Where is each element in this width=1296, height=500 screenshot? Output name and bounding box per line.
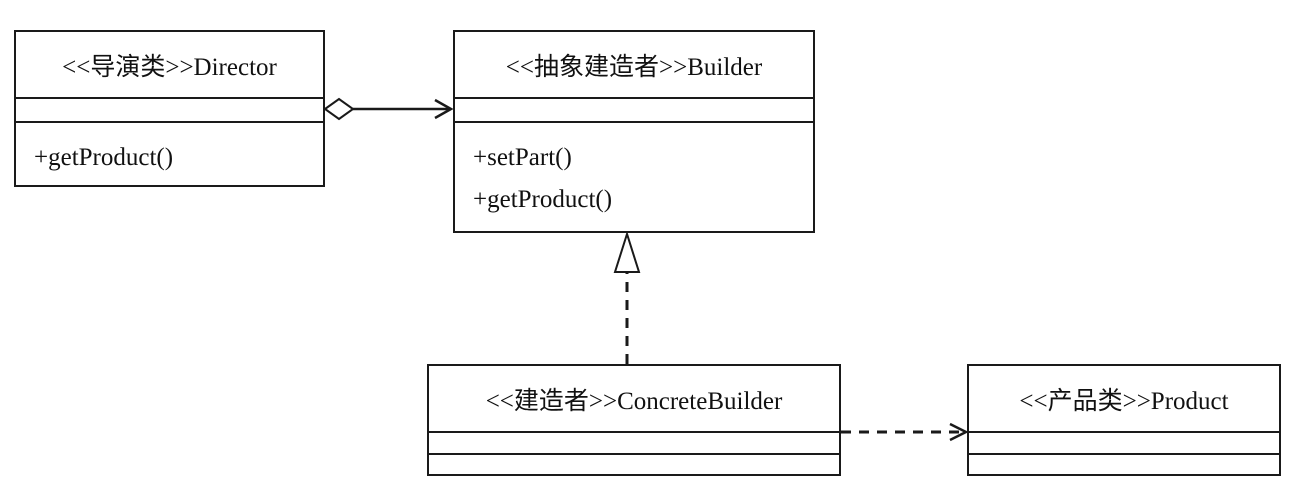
class-builder[interactable]: <<抽象建造者>>Builder +setPart() +getProduct(… (453, 30, 815, 233)
class-name: <<导演类>>Director (16, 32, 323, 99)
realization-triangle-icon (613, 230, 641, 273)
realization-connector (613, 230, 641, 364)
operation: +getProduct() (34, 144, 174, 171)
aggregation-arrowhead-icon (434, 98, 454, 120)
class-operations: +setPart() +getProduct() (455, 123, 813, 221)
class-attributes (455, 99, 813, 123)
class-name: <<建造者>>ConcreteBuilder (429, 366, 839, 433)
aggregation-connector (323, 97, 454, 121)
aggregation-diamond-icon (323, 97, 355, 121)
class-name: <<抽象建造者>>Builder (455, 32, 813, 99)
class-name: <<产品类>>Product (969, 366, 1279, 433)
operation: +getProduct() (473, 186, 613, 213)
class-director[interactable]: <<导演类>>Director +getProduct() (14, 30, 325, 187)
class-concrete-builder[interactable]: <<建造者>>ConcreteBuilder (427, 364, 841, 476)
class-attributes (16, 99, 323, 123)
class-product[interactable]: <<产品类>>Product (967, 364, 1281, 476)
dependency-arrowhead-icon (949, 422, 969, 442)
dependency-connector (841, 422, 969, 442)
class-attributes (429, 433, 839, 455)
class-operations: +getProduct() (16, 123, 323, 179)
class-attributes (969, 433, 1279, 455)
operation: +setPart() (473, 144, 572, 171)
